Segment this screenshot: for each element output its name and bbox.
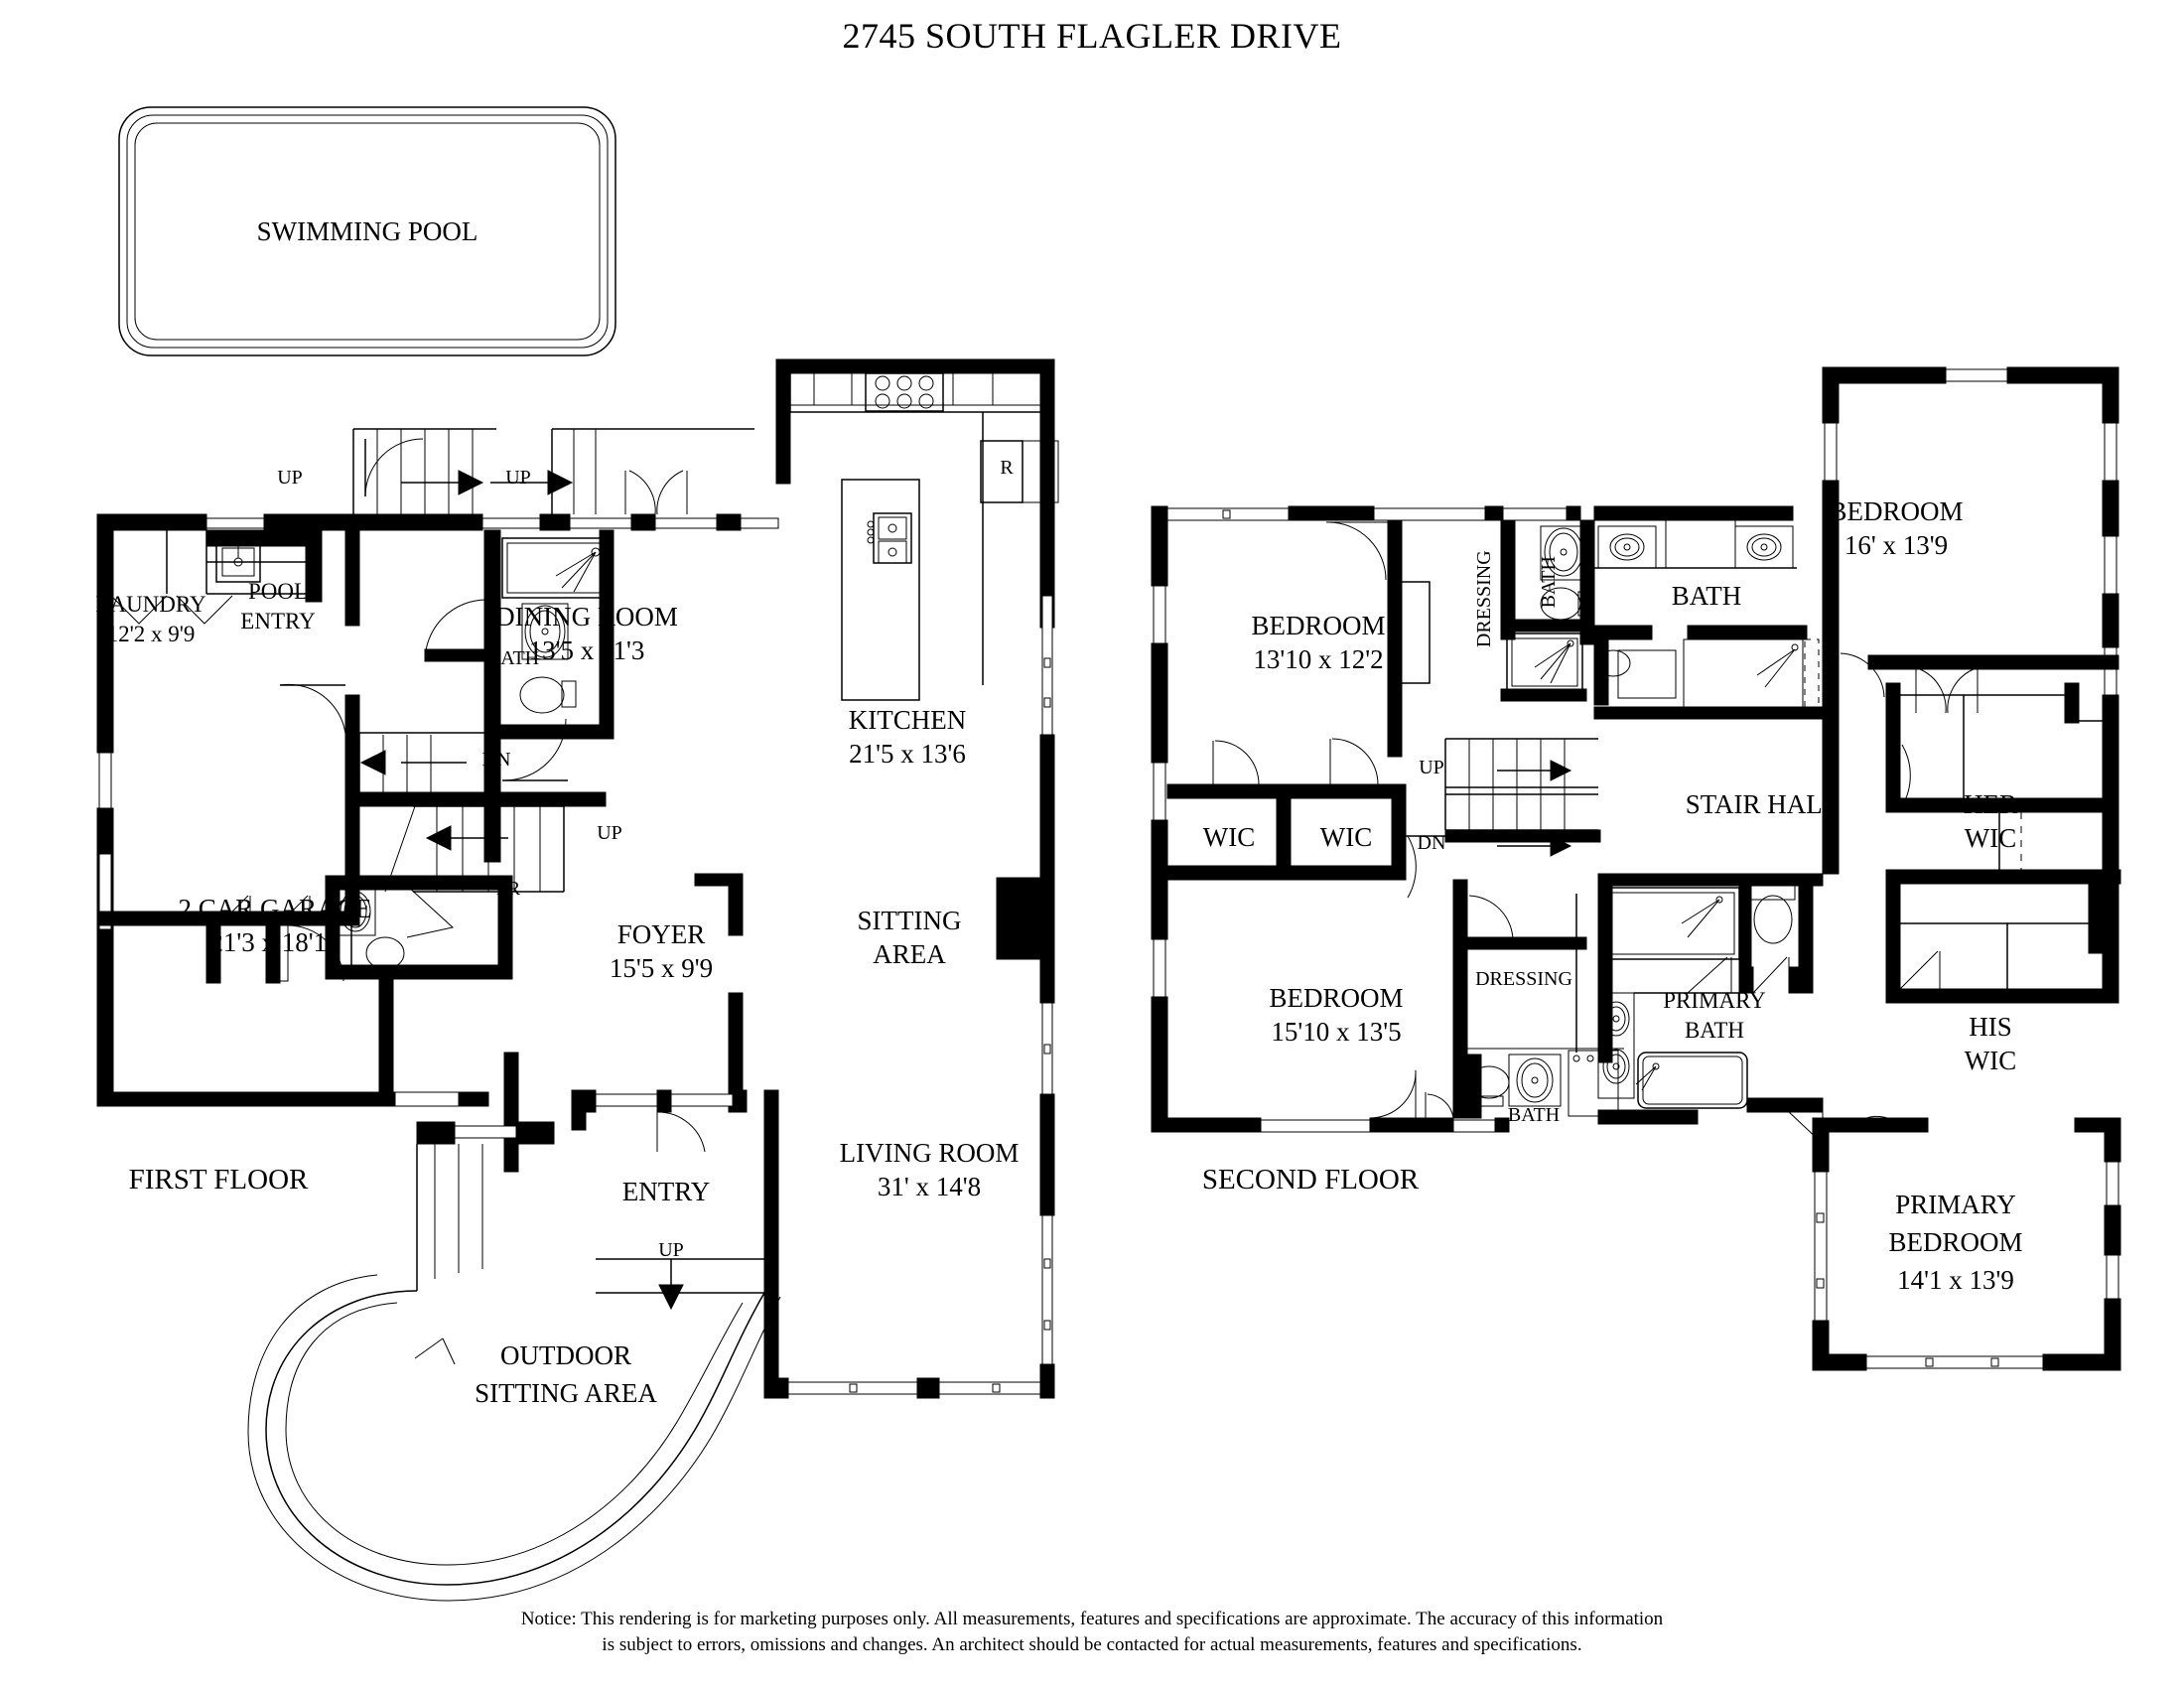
room-entry-name: ENTRY <box>621 1177 711 1206</box>
second-floor-plan <box>1151 366 2121 1371</box>
first-floor-plan <box>96 358 1059 1602</box>
room-foyer-dims: 15'5 x 9'9 <box>609 953 714 983</box>
outdoor-sitting-line2: SITTING AREA <box>475 1378 657 1408</box>
room-primary-bedroom-line1: PRIMARY <box>1895 1190 2016 1219</box>
room-dining-name: DINING ROOM <box>495 602 678 632</box>
room-primary-bedroom-dims: 14'1 x 13'9 <box>1897 1265 2014 1295</box>
room-her-wic-line2: WIC <box>1964 823 2017 853</box>
room-dining-dims: 13'5 x 11'3 <box>528 635 645 665</box>
room-stair-hall-name: STAIR HALL <box>1685 789 1840 819</box>
marker-up-2: UP <box>505 467 531 489</box>
room-wic-2-name: WIC <box>1319 822 1373 852</box>
room-dressing-1-name: DRESSING <box>1472 550 1495 648</box>
room-pool-entry-dims: ENTRY <box>240 609 316 633</box>
notice-block: Notice: This rendering is for marketing … <box>298 1607 1886 1657</box>
swimming-pool-label: SWIMMING POOL <box>256 216 478 246</box>
room-primary-bedroom-line2: BEDROOM <box>1888 1227 2023 1257</box>
room-sitting-area-name: SITTING <box>857 906 962 935</box>
floor-label-second: SECOND FLOOR <box>1201 1164 1420 1196</box>
room-living-name: LIVING ROOM <box>839 1138 1020 1168</box>
outdoor-sitting-line1: OUTDOOR <box>500 1340 631 1370</box>
room-bedroom-3-name: BEDROOM <box>1269 983 1404 1013</box>
room-bedroom-1-dims: 13'10 x 12'2 <box>1253 644 1384 674</box>
marker-up-1: UP <box>277 467 303 489</box>
room-bedroom-1-name: BEDROOM <box>1251 611 1386 640</box>
marker-up-2f: UP <box>1419 757 1444 778</box>
room-his-wic-line1: HIS <box>1969 1012 2012 1042</box>
room-bath-2f-3-name: BATH <box>1507 1104 1561 1126</box>
room-primary-bath-line1: PRIMARY <box>1663 988 1766 1013</box>
room-kitchen-name: KITCHEN <box>848 705 967 735</box>
swimming-pool-shape <box>118 106 616 356</box>
marker-dn-1: DN <box>481 749 511 771</box>
floor-label-first: FIRST FLOOR <box>128 1164 309 1196</box>
room-laundry-dims: 12'2 x 9'9 <box>106 622 196 646</box>
page-title: 2745 SOUTH FLAGLER DRIVE <box>842 16 1342 56</box>
room-her-wic-line1: HER <box>1964 789 2017 819</box>
marker-up-3: UP <box>597 822 622 844</box>
room-bedroom-2-name: BEDROOM <box>1829 496 1964 526</box>
marker-refrigerator: R <box>1000 457 1014 479</box>
room-sitting-area-dims: AREA <box>873 939 946 969</box>
room-pool-entry-name: POOL <box>247 579 309 604</box>
room-living-dims: 31' x 14'8 <box>877 1172 982 1201</box>
room-wic-1-name: WIC <box>1202 822 1256 852</box>
room-bath-2f-2-name: BATH <box>1671 581 1742 611</box>
marker-dn-2f: DN <box>1417 832 1446 854</box>
room-primary-bath-line2: BATH <box>1684 1018 1745 1043</box>
room-kitchen-dims: 21'5 x 13'6 <box>849 739 966 769</box>
room-bath-2f-1-name: BATH <box>1537 556 1560 609</box>
notice-line-2: is subject to errors, omissions and chan… <box>602 1633 1582 1655</box>
room-foyer-name: FOYER <box>616 919 706 949</box>
marker-up-4: UP <box>658 1239 684 1261</box>
marker-pr: PR <box>495 878 521 900</box>
room-bath-first-name: BATH <box>486 647 540 669</box>
room-dressing-2-name: DRESSING <box>1475 968 1572 990</box>
room-garage-dims: 21'3 x 18'10 <box>209 927 341 957</box>
notice-line-1: Notice: This rendering is for marketing … <box>520 1609 1664 1629</box>
room-garage-name: 2 CAR GARAGE <box>178 894 372 923</box>
room-bedroom-2-dims: 16' x 13'9 <box>1843 530 1949 560</box>
room-bedroom-3-dims: 15'10 x 13'5 <box>1271 1017 1402 1047</box>
room-laundry-name: LAUNDRY <box>95 592 206 617</box>
room-his-wic-line2: WIC <box>1964 1046 2017 1075</box>
